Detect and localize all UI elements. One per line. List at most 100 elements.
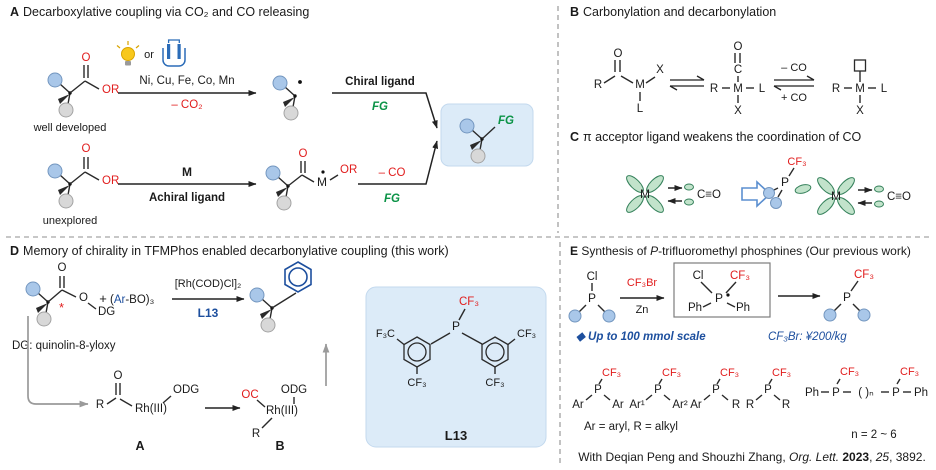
cf3-label: CF₃ [840,366,859,378]
dg-ester-substrate: * O O DG [25,262,115,327]
l-label: L [637,103,644,115]
dg-label: DG [98,306,115,318]
m-label: M [831,189,841,203]
vacant-site-complex: M R L X [832,59,888,117]
o-label: O [114,370,123,382]
radical-intermediate-box [673,262,771,318]
boroxine-open: ( [110,294,114,306]
panel-c-tag: C [570,130,579,144]
arylation-product [249,261,312,333]
plus-sign: + [99,291,107,306]
boroxine-label: (Ar-BO)₃ [110,294,155,306]
o-label: O [734,41,743,53]
r-label: R [252,428,260,440]
f3c-label: F₃C [376,328,395,340]
p-label: P [832,387,840,399]
cf3-label: CF₃ [787,156,806,168]
cf3-label: CF₃ [772,367,791,379]
panel-e-title: E Synthesis of P-trifluoromethyl phosphi… [570,244,911,258]
p-label: P [712,384,720,396]
intermediate-b-label: B [275,439,284,453]
vacant-site-square [853,59,867,72]
p-label: P [892,387,900,399]
ester-o-label: O [79,292,88,304]
cf3-label: CF₃ [730,270,750,282]
x-label: X [734,105,742,117]
odg-label: ODG [281,384,307,396]
carbonyl-complex: O C M R L X [710,41,766,117]
p-label: P [781,175,789,189]
r-label: R [732,399,740,411]
c-label: C [734,64,742,76]
ar1-label: Ar¹ [629,399,645,411]
dg-note: DG: quinolin-8-yloxy [12,340,116,352]
l-label: L [881,83,888,95]
r-label: R [782,399,790,411]
p-label: P [588,291,596,305]
n-range-label: n = 2 ~ 6 [851,429,896,441]
r-label: R [96,399,104,411]
citation-sep: , [869,450,876,464]
ph-label: Ph [805,387,819,399]
cf3-label: CF₃ [602,367,621,379]
fg-label-bottom: FG [384,193,400,205]
ar-label: Ar [612,399,624,411]
rh-label: Rh(III) [266,405,298,417]
ar2-label: Ar² [672,399,688,411]
catalyst-label: [Rh(COD)Cl]₂ [175,278,242,290]
intermediate-a: R O Rh(III) ODG [96,370,199,415]
carbonyl-o-label: O [58,262,67,274]
intermediate-b: OC Rh(III) ODG R [241,384,307,440]
aryl-ring [284,261,312,293]
phosphine-scope: CF₃ P Ar Ar CF₃ P Ar¹ Ar² CF₃ P Ar R CF₃ [572,366,928,411]
p-label: P [843,290,851,304]
panel-b-title-text: Carbonylation and decarbonylation [583,5,776,19]
p-label: P [654,384,662,396]
r-label: R [594,79,602,91]
chain-label: ( )ₙ [858,387,874,399]
m-label: M [855,83,865,95]
boroxine-close: -BO)₃ [125,294,154,306]
ligand-l13-label: L13 [198,306,219,320]
p-label: P [452,319,460,333]
panel-e-tag: E [570,244,578,258]
panel-a-title-text: Decarboxylative coupling via CO₂ and CO … [23,5,309,19]
fg-label-top: FG [372,101,388,113]
citation-journal: Org. Lett. [789,450,842,464]
or-group-label: OR [340,164,357,176]
l-label: L [759,83,766,95]
or-group-label: OR [102,84,119,96]
minus-co-label: – CO [379,167,406,179]
ph-label: Ph [736,302,750,314]
panel-e: E Synthesis of P-trifluoromethyl phosphi… [568,244,928,464]
plus-co-label: + CO [781,92,807,104]
acyl-metal-intermediate: O M OR [265,148,357,211]
m-label: M [635,79,645,91]
panel-c-title-text: π acceptor ligand weakens the coordinati… [583,130,862,144]
m-label: M [640,187,650,201]
p-label: P [715,291,723,305]
coupling-product: FG [459,115,514,164]
cl-label: Cl [693,270,704,282]
x-label: X [856,105,864,117]
tfm-phosphine-product: CF₃ P [823,269,874,322]
cf3br-label: CF₃Br [627,277,657,289]
chiral-ligand-label: Chiral ligand [345,76,415,88]
acyl-complex: O R M X L [594,48,664,115]
rh-label: Rh(III) [135,403,167,415]
chlorophosphine: Cl P [568,271,616,323]
citation-pages: , 3892. [889,450,926,464]
citation-year: 2023 [842,450,869,464]
panel-d-title-text: Memory of chirality in TFMPhos enabled d… [23,244,449,258]
r-label: R [746,399,754,411]
r-label: R [710,83,718,95]
carbonyl-o-label: O [299,148,308,160]
cf3-label: CF₃ [517,328,536,340]
carbonyl-o-label: O [82,143,91,155]
unexplored-label: unexplored [43,215,97,227]
